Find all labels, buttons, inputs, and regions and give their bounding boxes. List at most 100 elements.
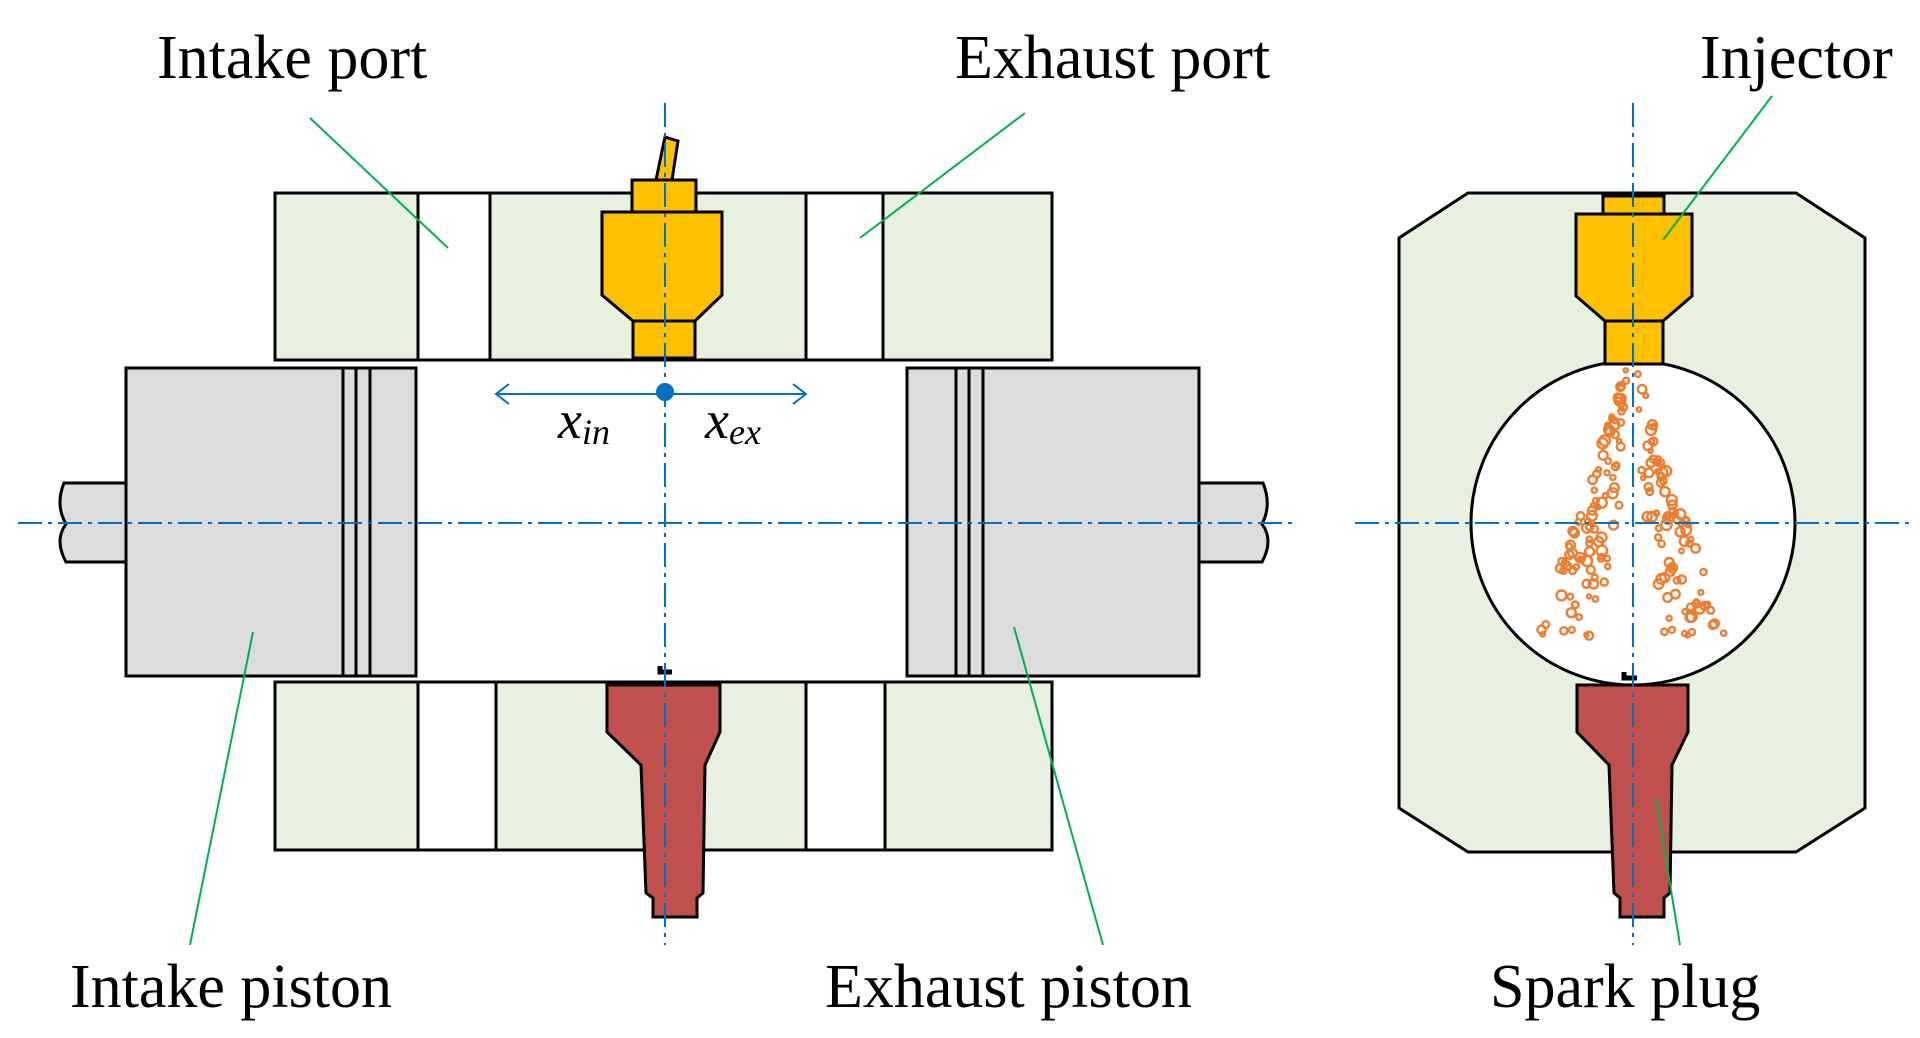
fuel-droplet — [1653, 533, 1663, 542]
fuel-droplet — [1635, 406, 1643, 413]
fuel-droplet — [1599, 577, 1610, 587]
fuel-droplet — [1639, 474, 1647, 482]
leader-lines-end — [1655, 95, 1773, 946]
fuel-droplet — [1643, 481, 1654, 493]
fuel-droplet — [1559, 626, 1569, 636]
fuel-droplet — [1654, 467, 1662, 476]
spark-plug-side — [605, 666, 722, 919]
fuel-droplet — [1585, 539, 1594, 548]
fuel-droplet — [1565, 607, 1578, 619]
fuel-droplet — [1657, 539, 1667, 549]
fuel-droplet — [1660, 627, 1669, 637]
fuel-droplet — [1595, 496, 1608, 509]
fuel-droplet — [1660, 518, 1673, 532]
x-in-symbol: xin — [557, 390, 610, 452]
fuel-droplet — [1581, 578, 1592, 589]
fuel-droplet — [1685, 539, 1694, 548]
fuel-droplet — [1617, 382, 1626, 392]
fuel-droplet — [1570, 600, 1580, 610]
fuel-droplet — [1541, 619, 1551, 630]
fuel-droplet — [1646, 418, 1659, 431]
fuel-droplet — [1595, 531, 1608, 544]
fuel-droplet — [1667, 625, 1677, 634]
fuel-droplet — [1622, 367, 1629, 374]
exhaust-port-opening-lower — [804, 680, 887, 852]
fuel-droplet — [1613, 461, 1621, 469]
exhaust-port-label: Exhaust port — [955, 24, 1270, 92]
end-view: Injector Spark plug — [1355, 24, 1915, 1021]
fuel-droplet — [1603, 562, 1612, 571]
fuel-droplet — [1566, 592, 1575, 601]
fuel-droplet — [1648, 436, 1659, 447]
fuel-droplet — [1690, 542, 1702, 554]
fuel-droplet — [1707, 619, 1719, 631]
fuel-droplet — [1674, 526, 1686, 538]
fuel-droplet — [1659, 485, 1671, 498]
fuel-droplet — [1708, 618, 1720, 630]
fuel-droplet — [1592, 468, 1602, 479]
fuel-droplet — [1672, 509, 1680, 517]
fuel-droplet — [1585, 593, 1593, 600]
fuel-droplet — [1652, 509, 1661, 518]
injector-side — [600, 135, 724, 360]
fuel-droplet — [1603, 469, 1611, 477]
fuel-droplet — [1656, 466, 1669, 480]
fuel-droplet — [1633, 370, 1642, 379]
fuel-droplet — [1615, 441, 1626, 452]
fuel-droplet — [1597, 449, 1609, 461]
fuel-droplet — [1564, 563, 1573, 572]
fuel-droplet — [1585, 535, 1594, 544]
fuel-droplet — [1558, 566, 1568, 576]
intake-piston — [124, 366, 418, 678]
fuel-droplet — [1587, 578, 1600, 590]
fuel-droplet — [1603, 554, 1612, 563]
fuel-droplet — [1575, 613, 1584, 622]
fuel-droplet — [1674, 508, 1687, 521]
fuel-droplet — [1591, 595, 1600, 603]
fuel-droplet — [1642, 392, 1650, 400]
fuel-droplet — [1666, 499, 1678, 511]
fuel-droplet — [1598, 434, 1612, 447]
leader-lines-side — [189, 112, 1104, 946]
fuel-droplet — [1567, 525, 1579, 537]
fuel-droplet — [1681, 607, 1689, 616]
intake-port-label: Intake port — [157, 24, 427, 92]
fuel-droplet — [1644, 423, 1658, 437]
fuel-droplet — [1557, 556, 1568, 567]
fuel-droplet — [1608, 482, 1621, 494]
fuel-droplet — [1621, 376, 1631, 385]
fuel-droplet — [1665, 493, 1679, 507]
spark-plug-label: Spark plug — [1490, 953, 1760, 1021]
fuel-droplet — [1677, 547, 1685, 555]
side-view: xin xex Intake port Exhaust port Intake … — [18, 24, 1293, 1021]
fuel-droplet — [1608, 413, 1616, 421]
fuel-droplet — [1641, 510, 1653, 523]
fuel-droplet — [1699, 600, 1710, 612]
intake-piston-rod — [58, 481, 128, 564]
centerlines-end — [1355, 103, 1915, 945]
fuel-droplet — [1590, 486, 1599, 495]
fuel-droplet — [1576, 555, 1585, 564]
exhaust-piston-label: Exhaust piston — [825, 953, 1192, 1021]
fuel-droplet — [1604, 457, 1613, 466]
origin-dot — [656, 383, 674, 401]
centerlines-side — [18, 103, 1293, 945]
exhaust-port-opening — [804, 191, 885, 362]
fuel-droplet — [1583, 631, 1590, 638]
intake-port-opening-lower — [416, 680, 498, 852]
fuel-droplet — [1697, 588, 1705, 597]
injector-label: Injector — [1700, 24, 1893, 92]
fuel-droplet — [1636, 383, 1648, 395]
position-arrows — [494, 383, 808, 405]
fuel-droplet — [1607, 519, 1620, 531]
fuel-droplet — [1643, 467, 1655, 479]
fuel-droplet — [1609, 473, 1617, 482]
intake-piston-label: Intake piston — [70, 953, 392, 1021]
fuel-droplet — [1699, 567, 1708, 577]
fuel-droplet — [1684, 611, 1696, 624]
fuel-droplet — [1567, 625, 1577, 634]
fuel-droplet — [1706, 605, 1716, 615]
fuel-droplet — [1617, 401, 1629, 413]
fuel-droplet — [1662, 592, 1674, 604]
